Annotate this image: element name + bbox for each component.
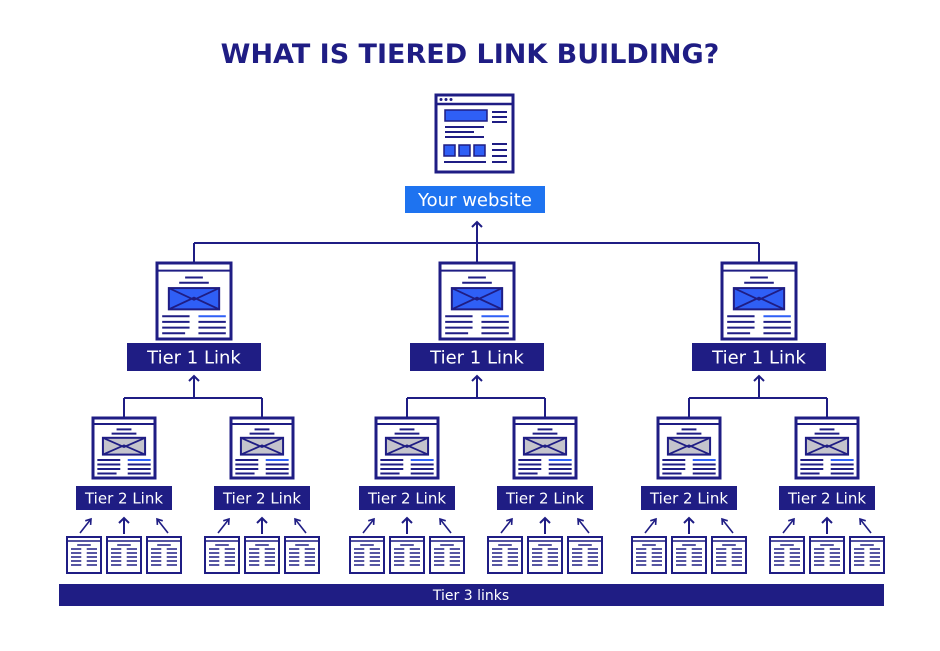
document-icon xyxy=(809,536,845,574)
tier1-label-text: Tier 1 Link xyxy=(711,347,806,368)
tier1-webpage-icon xyxy=(155,261,233,341)
tier1-label-text: Tier 1 Link xyxy=(429,347,524,368)
tier2-webpage-icon xyxy=(656,416,722,480)
document-icon xyxy=(527,536,563,574)
document-icon xyxy=(429,536,465,574)
tier2-label: Tier 2 Link xyxy=(76,486,172,510)
website-window-icon xyxy=(434,93,515,174)
document-icon xyxy=(769,536,805,574)
tier2-label-text: Tier 2 Link xyxy=(787,489,866,507)
tier3-bar xyxy=(59,584,884,606)
tier1-label: Tier 1 Link xyxy=(127,343,261,371)
tier2-label-text: Tier 2 Link xyxy=(505,489,584,507)
document-icon xyxy=(631,536,667,574)
document-icon xyxy=(711,536,747,574)
document-icon xyxy=(284,536,320,574)
page-title: WHAT IS TIERED LINK BUILDING? xyxy=(221,39,720,70)
tier1-webpage-icon xyxy=(720,261,798,341)
root-label: Your website xyxy=(405,186,545,213)
tier1-label-text: Tier 1 Link xyxy=(146,347,241,368)
tier2-label: Tier 2 Link xyxy=(214,486,310,510)
tier2-webpage-icon xyxy=(91,416,157,480)
tier2-label-text: Tier 2 Link xyxy=(222,489,301,507)
tier1-webpage-icon xyxy=(438,261,516,341)
tier2-webpage-icon xyxy=(229,416,295,480)
tier1-label: Tier 1 Link xyxy=(692,343,826,371)
tier2-webpage-icon xyxy=(794,416,860,480)
tier3-label: Tier 3 links xyxy=(432,588,509,604)
tier2-label: Tier 2 Link xyxy=(641,486,737,510)
document-icon xyxy=(204,536,240,574)
tier2-label: Tier 2 Link xyxy=(497,486,593,510)
document-icon xyxy=(567,536,603,574)
connector-lines xyxy=(79,220,872,534)
tier2-webpage-icon xyxy=(374,416,440,480)
tier2-label-text: Tier 2 Link xyxy=(84,489,163,507)
tier2-label: Tier 2 Link xyxy=(359,486,455,510)
root-label-text: Your website xyxy=(417,190,532,211)
document-icon xyxy=(671,536,707,574)
document-icon xyxy=(106,536,142,574)
tier2-label-text: Tier 2 Link xyxy=(367,489,446,507)
tier2-label-text: Tier 2 Link xyxy=(649,489,728,507)
document-icon xyxy=(244,536,280,574)
tier2-label: Tier 2 Link xyxy=(779,486,875,510)
tier1-label: Tier 1 Link xyxy=(410,343,544,371)
document-icon xyxy=(66,536,102,574)
document-icon xyxy=(849,536,885,574)
document-icon xyxy=(146,536,182,574)
tier2-webpage-icon xyxy=(512,416,578,480)
document-icon xyxy=(349,536,385,574)
document-icon xyxy=(487,536,523,574)
document-icon xyxy=(389,536,425,574)
